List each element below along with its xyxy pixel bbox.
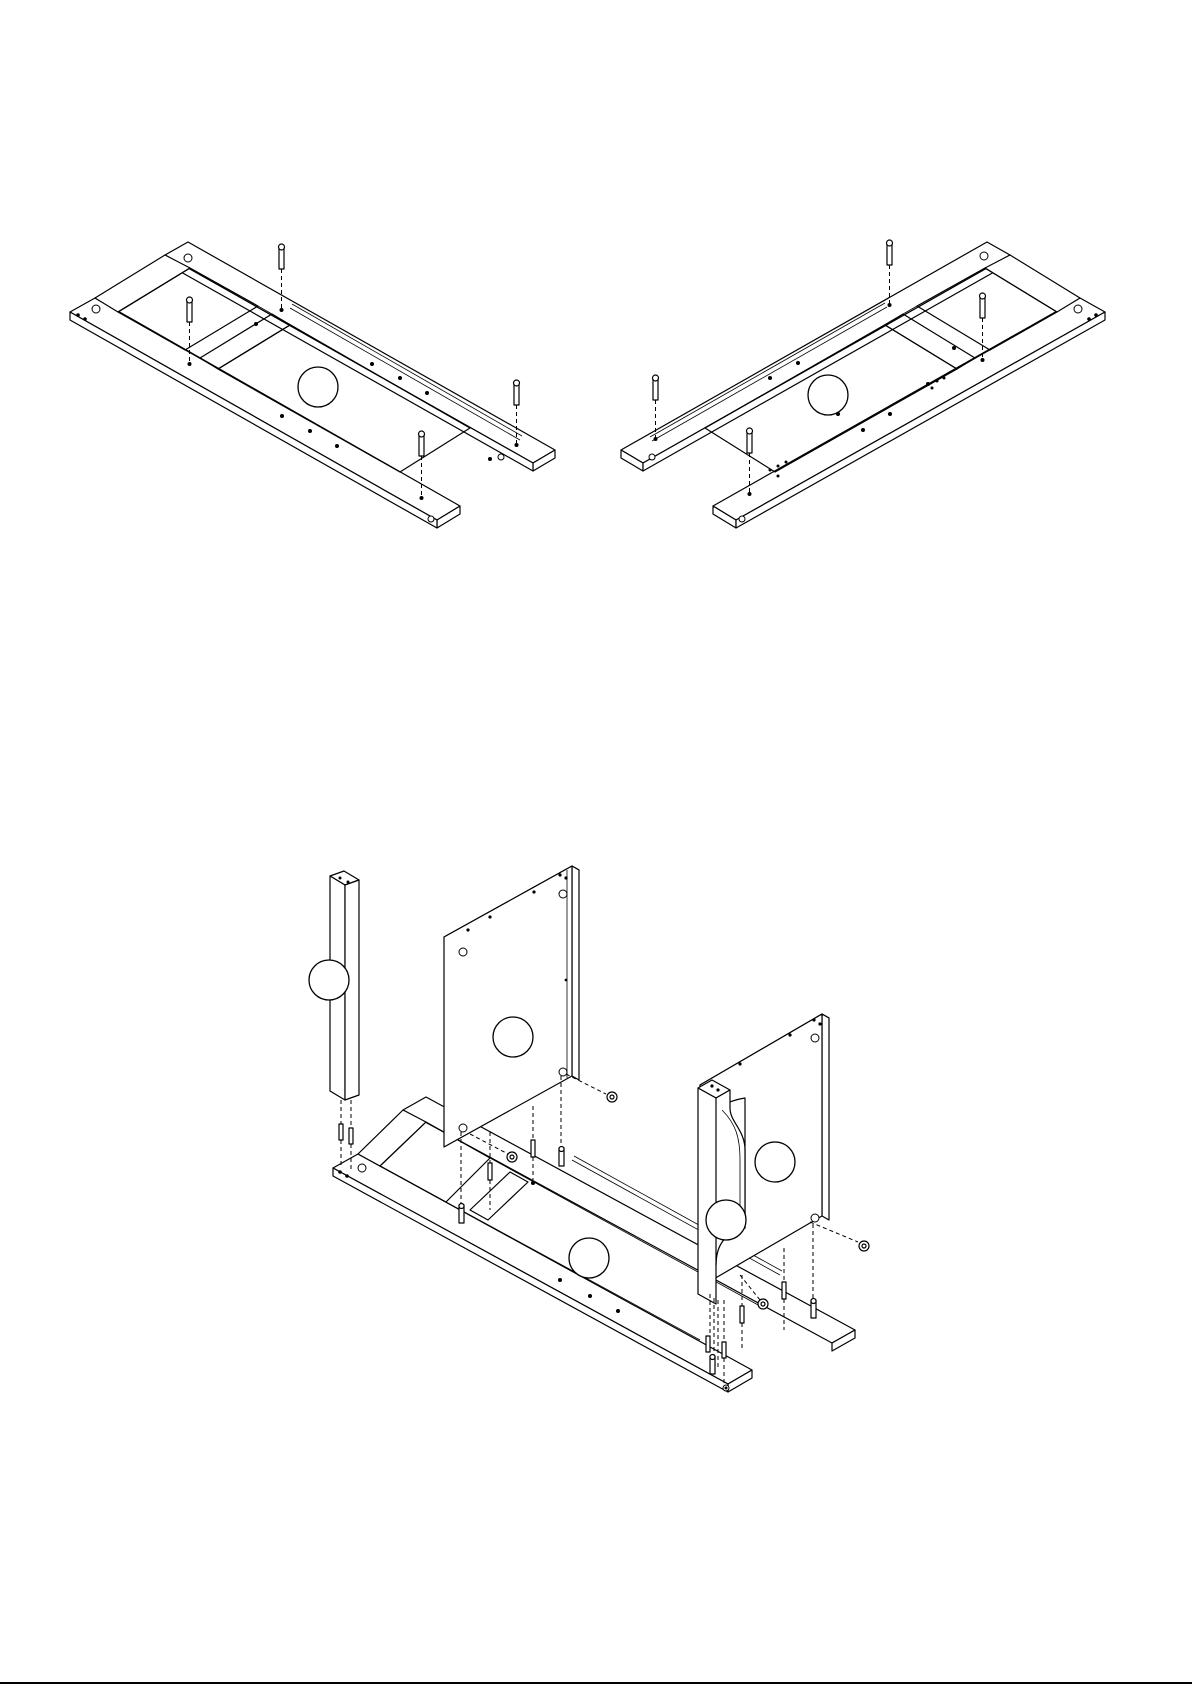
- side-panel-left: [444, 866, 579, 1147]
- part-callout-bubble: [309, 960, 349, 1000]
- page-bottom-rule: [0, 1682, 1192, 1684]
- part-callout-bubble: [493, 1017, 533, 1057]
- part-callout-bubble: [808, 375, 848, 415]
- leg-post: [309, 871, 359, 1170]
- part-callout-bubble: [755, 1142, 795, 1182]
- top-right-base-frame: [621, 240, 1105, 528]
- top-left-base-frame: [70, 242, 555, 528]
- part-callout-bubble: [298, 367, 338, 407]
- part-callout-bubble: [569, 1238, 609, 1278]
- bottom-assembly: [309, 866, 869, 1392]
- part-callout-bubble: [706, 1200, 746, 1240]
